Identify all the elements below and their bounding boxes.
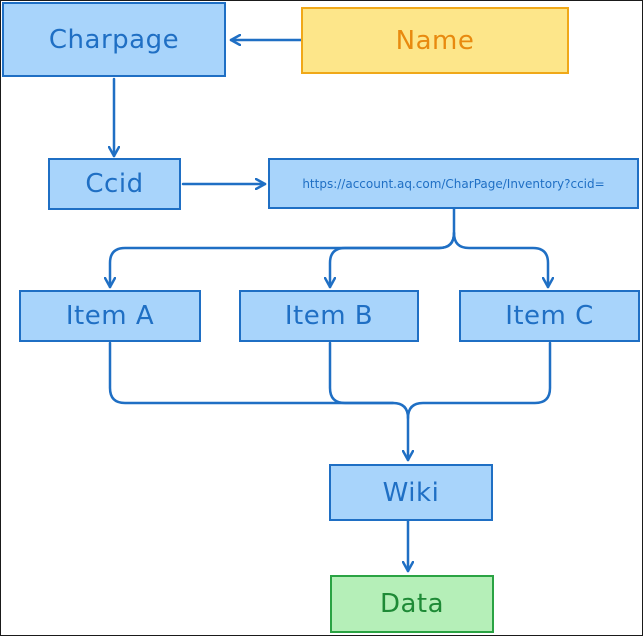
node-item-c[interactable]: Item C	[459, 290, 640, 342]
edge-url-to-item-c	[452, 231, 548, 289]
edge-item-a-to-wiki	[108, 341, 408, 462]
edge-item-b-to-wiki	[328, 341, 395, 405]
node-ccid[interactable]: Ccid	[48, 158, 181, 210]
node-data[interactable]: Data	[330, 575, 494, 633]
node-name[interactable]: Name	[301, 7, 569, 74]
edge-url-to-item-b	[330, 231, 456, 289]
edge-item-c-to-wiki	[406, 341, 552, 420]
node-inventory-url[interactable]: https://account.aq.com/CharPage/Inventor…	[268, 158, 639, 209]
node-item-b[interactable]: Item B	[239, 290, 419, 342]
node-wiki[interactable]: Wiki	[329, 464, 493, 521]
node-item-a[interactable]: Item A	[19, 290, 201, 342]
node-charpage[interactable]: Charpage	[2, 2, 226, 77]
